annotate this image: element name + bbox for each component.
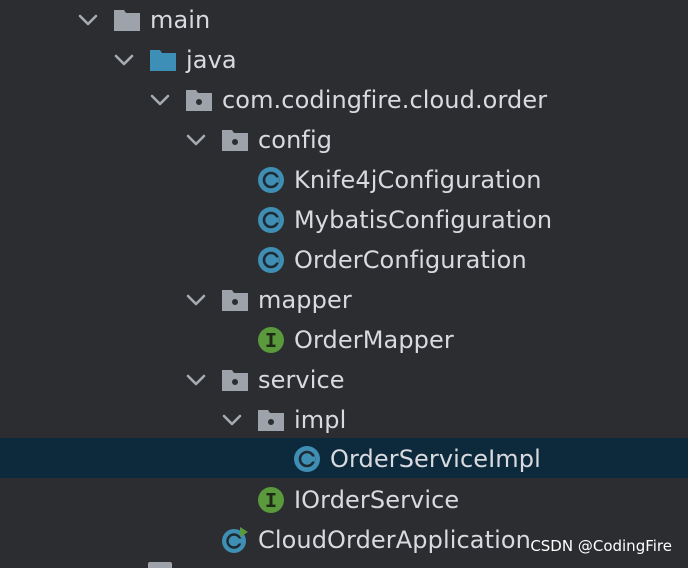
class-icon <box>294 446 320 472</box>
chevron-down-icon[interactable] <box>112 48 136 72</box>
class-icon <box>258 207 284 233</box>
tree-item-label: impl <box>294 406 347 434</box>
tree-item-mapper[interactable]: mapper <box>0 280 688 320</box>
package-icon <box>258 410 284 431</box>
folder-icon <box>148 562 172 568</box>
watermark: CSDN @CodingFire <box>530 537 672 555</box>
tree-item-java[interactable]: java <box>0 40 688 80</box>
interface-icon <box>258 327 284 353</box>
tree-item-cloud-order-application[interactable]: CloudOrderApplication <box>0 520 688 560</box>
tree-item-service[interactable]: service <box>0 360 688 400</box>
spring-boot-class-icon <box>222 527 248 553</box>
tree-item-label: CloudOrderApplication <box>258 526 531 554</box>
tree-item-label: java <box>186 46 237 74</box>
tree-item-label: MybatisConfiguration <box>294 206 553 234</box>
tree-item-label: Knife4jConfiguration <box>294 166 542 194</box>
package-icon <box>222 130 248 151</box>
chevron-down-icon[interactable] <box>220 408 244 432</box>
tree-item-order-mapper[interactable]: OrderMapper <box>0 320 688 360</box>
chevron-down-icon[interactable] <box>148 88 172 112</box>
class-icon <box>258 247 284 273</box>
folder-icon <box>114 10 140 31</box>
tree-item-label: mapper <box>258 286 352 314</box>
source-folder-icon <box>150 50 176 71</box>
tree-item-config[interactable]: config <box>0 120 688 160</box>
tree-item-label: service <box>258 366 345 394</box>
tree-item-label: config <box>258 126 333 154</box>
chevron-down-icon[interactable] <box>184 368 208 392</box>
tree-item-main[interactable]: main <box>0 0 688 40</box>
chevron-down-icon[interactable] <box>184 128 208 152</box>
tree-item-label: OrderMapper <box>294 326 454 354</box>
package-icon <box>186 90 212 111</box>
chevron-down-icon[interactable] <box>76 8 100 32</box>
tree-item-label: main <box>150 6 211 34</box>
tree-item-knife4j-configuration[interactable]: Knife4jConfiguration <box>0 160 688 200</box>
package-icon <box>222 370 248 391</box>
tree-item-impl[interactable]: impl <box>0 400 688 440</box>
interface-icon <box>258 487 284 513</box>
tree-item-label: IOrderService <box>294 486 460 514</box>
tree-item-label: com.codingfire.cloud.order <box>222 86 548 114</box>
tree-item-order-configuration[interactable]: OrderConfiguration <box>0 240 688 280</box>
tree-item-label: OrderConfiguration <box>294 246 527 274</box>
tree-item-label: OrderServiceImpl <box>330 445 541 473</box>
package-icon <box>222 290 248 311</box>
tree-item-mybatis-configuration[interactable]: MybatisConfiguration <box>0 200 688 240</box>
tree-item-package-root[interactable]: com.codingfire.cloud.order <box>0 80 688 120</box>
tree-item-order-service-impl[interactable]: OrderServiceImpl <box>0 438 688 478</box>
chevron-down-icon[interactable] <box>184 288 208 312</box>
class-icon <box>258 167 284 193</box>
tree-item-iorder-service[interactable]: IOrderService <box>0 480 688 520</box>
